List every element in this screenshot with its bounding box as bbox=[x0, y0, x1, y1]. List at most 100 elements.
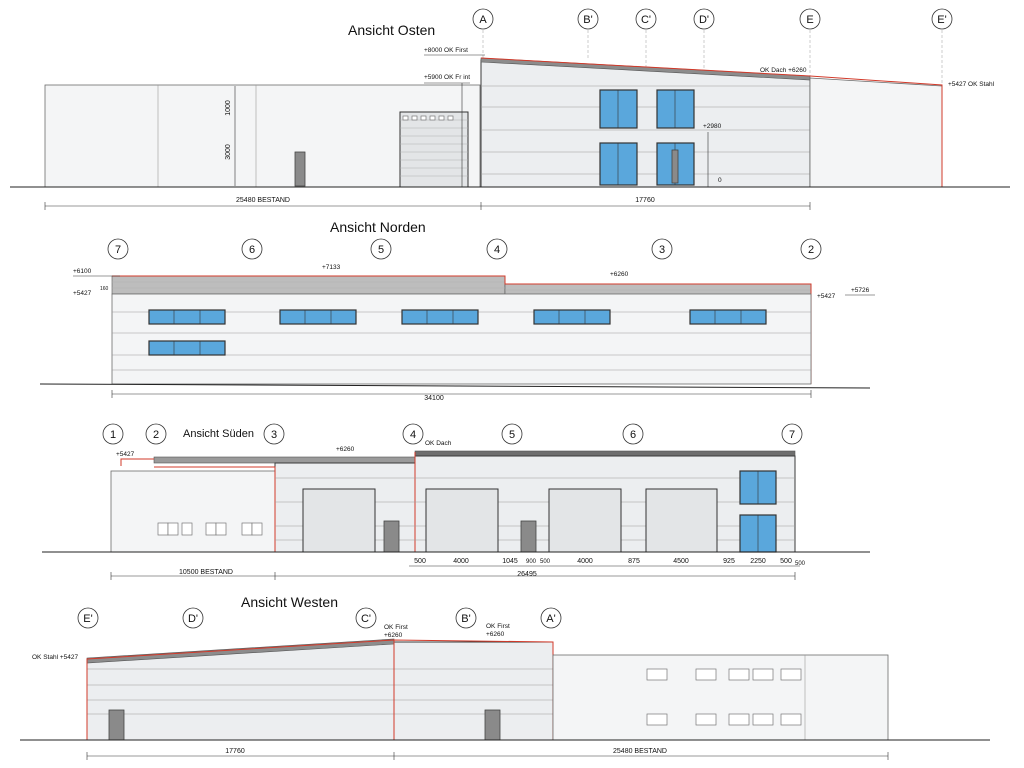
north-wall bbox=[111, 293, 812, 385]
north-window-strip-6 bbox=[148, 340, 226, 356]
south-axis-4-label: 4 bbox=[410, 429, 416, 441]
east-axis-a bbox=[472, 8, 494, 30]
south-dim-900: 900 bbox=[526, 559, 537, 565]
east-vdim-1000: 1000 bbox=[225, 100, 232, 116]
south-dim-875: 875 bbox=[628, 558, 640, 565]
east-axis-c-label: C' bbox=[641, 14, 651, 26]
north-ann-7133: +7133 bbox=[322, 264, 341, 271]
west-axis-e2 bbox=[77, 607, 99, 629]
east-vdim-3000: 3000 bbox=[225, 144, 232, 160]
south-axis-2 bbox=[145, 423, 167, 445]
south-dim-4000b: 4000 bbox=[577, 558, 593, 565]
south-dim-2250: 2250 bbox=[750, 558, 766, 565]
north-axis-7 bbox=[107, 238, 129, 260]
south-axis-3 bbox=[263, 423, 285, 445]
south-gate-2 bbox=[425, 488, 499, 553]
south-axis-7-label: 7 bbox=[789, 429, 795, 441]
north-ann-160: 160 bbox=[100, 286, 109, 292]
north-ann-5427-right: +5427 bbox=[817, 293, 836, 300]
west-axis-d-label: D' bbox=[188, 613, 198, 625]
south-dim-500b: 500 bbox=[540, 559, 551, 565]
north-axis-3 bbox=[651, 238, 673, 260]
east-ann-zero: 0 bbox=[718, 177, 722, 184]
south-gate-4 bbox=[645, 488, 718, 553]
west-axis-b-label: B' bbox=[461, 613, 470, 625]
north-axis-6-label: 6 bbox=[249, 244, 255, 256]
east-ann-first: +8000 OK First bbox=[424, 47, 468, 54]
north-axis-5-label: 5 bbox=[378, 244, 384, 256]
east-axis-a-label: A bbox=[479, 14, 487, 26]
south-ann-6260: +6260 bbox=[336, 446, 355, 453]
west-axis-c bbox=[355, 607, 377, 629]
east-elevation: Ansicht Osten A B' C' D' E E' bbox=[10, 8, 1010, 210]
west-ann-stahl: OK Stahl +5427 bbox=[32, 654, 78, 661]
north-dim-total: 34100 bbox=[424, 395, 444, 402]
north-ann-5726: +5726 bbox=[851, 287, 870, 294]
south-ann-dach: OK Dach bbox=[425, 440, 452, 447]
north-window-strip-1 bbox=[148, 309, 226, 325]
east-axis-e2-label: E' bbox=[937, 14, 946, 26]
west-axis-a-label: A' bbox=[546, 613, 555, 625]
west-ann-first-1: OK First bbox=[384, 624, 408, 631]
south-axis-6-label: 6 bbox=[630, 429, 636, 441]
west-door-2 bbox=[484, 709, 501, 741]
south-dim-existing: 10500 BESTAND bbox=[179, 569, 233, 576]
north-ann-5427-left: +5427 bbox=[73, 290, 92, 297]
south-gate-3 bbox=[548, 488, 622, 553]
north-axis-6 bbox=[241, 238, 263, 260]
north-axis-2-label: 2 bbox=[808, 244, 814, 256]
south-gate-1 bbox=[302, 488, 376, 553]
west-elevation: Ansicht Westen E' D' C' B' A' bbox=[20, 594, 990, 760]
north-axis-3-label: 3 bbox=[659, 244, 665, 256]
east-annex bbox=[809, 77, 943, 188]
south-dim-4000a: 4000 bbox=[453, 558, 469, 565]
north-axis-5 bbox=[370, 238, 392, 260]
south-axis-6 bbox=[622, 423, 644, 445]
south-door-1 bbox=[383, 520, 400, 553]
east-axis-d bbox=[693, 8, 715, 30]
east-new-wall bbox=[480, 59, 811, 188]
south-existing-wall bbox=[110, 470, 276, 553]
east-rolling-gate bbox=[399, 111, 469, 188]
south-dim-500d: 500 bbox=[795, 561, 806, 567]
south-dim-4500: 4500 bbox=[673, 558, 689, 565]
north-window-strip-4 bbox=[533, 309, 611, 325]
east-axis-b bbox=[577, 8, 599, 30]
west-ann-first-2: OK First bbox=[486, 623, 510, 630]
east-ann-dach: OK Dach +6260 bbox=[760, 67, 807, 74]
north-title: Ansicht Norden bbox=[330, 219, 426, 235]
west-existing-wall bbox=[552, 654, 889, 741]
north-axis-2 bbox=[800, 238, 822, 260]
east-ann-frint: +5900 OK Fr int bbox=[424, 74, 470, 81]
north-window-strip-3 bbox=[401, 309, 479, 325]
east-window-2 bbox=[656, 89, 695, 129]
west-dim-existing: 25480 BESTAND bbox=[613, 748, 667, 755]
south-axis-2-label: 2 bbox=[153, 429, 159, 441]
south-dim-925: 925 bbox=[723, 558, 735, 565]
north-axis-4 bbox=[486, 238, 508, 260]
east-dim-new: 17760 bbox=[635, 197, 655, 204]
west-axis-b bbox=[455, 607, 477, 629]
north-window-strip-5 bbox=[689, 309, 767, 325]
south-axis-5 bbox=[501, 423, 523, 445]
west-middle-wall bbox=[393, 641, 554, 741]
south-elevation: Ansicht Süden 1 2 3 4 5 6 7 bbox=[42, 423, 870, 580]
east-axis-d-label: D' bbox=[699, 14, 709, 26]
west-axis-e2-label: E' bbox=[83, 613, 92, 625]
east-axis-c bbox=[635, 8, 657, 30]
east-title: Ansicht Osten bbox=[348, 22, 435, 38]
west-door-1 bbox=[108, 709, 125, 741]
east-existing-door bbox=[294, 151, 306, 187]
south-axis-5-label: 5 bbox=[509, 429, 515, 441]
north-roof-left bbox=[111, 275, 506, 295]
south-title: Ansicht Süden bbox=[183, 428, 254, 440]
east-window-1 bbox=[599, 89, 638, 129]
east-axis-e-label: E bbox=[806, 14, 813, 26]
south-axis-3-label: 3 bbox=[271, 429, 277, 441]
north-ann-6260: +6260 bbox=[610, 271, 629, 278]
north-ann-6100: +6100 bbox=[73, 268, 92, 275]
north-window-strip-2 bbox=[279, 309, 357, 325]
east-axis-e2 bbox=[931, 8, 953, 30]
west-ann-6260-1: +6260 bbox=[384, 632, 403, 639]
west-axis-c-label: C' bbox=[361, 613, 371, 625]
